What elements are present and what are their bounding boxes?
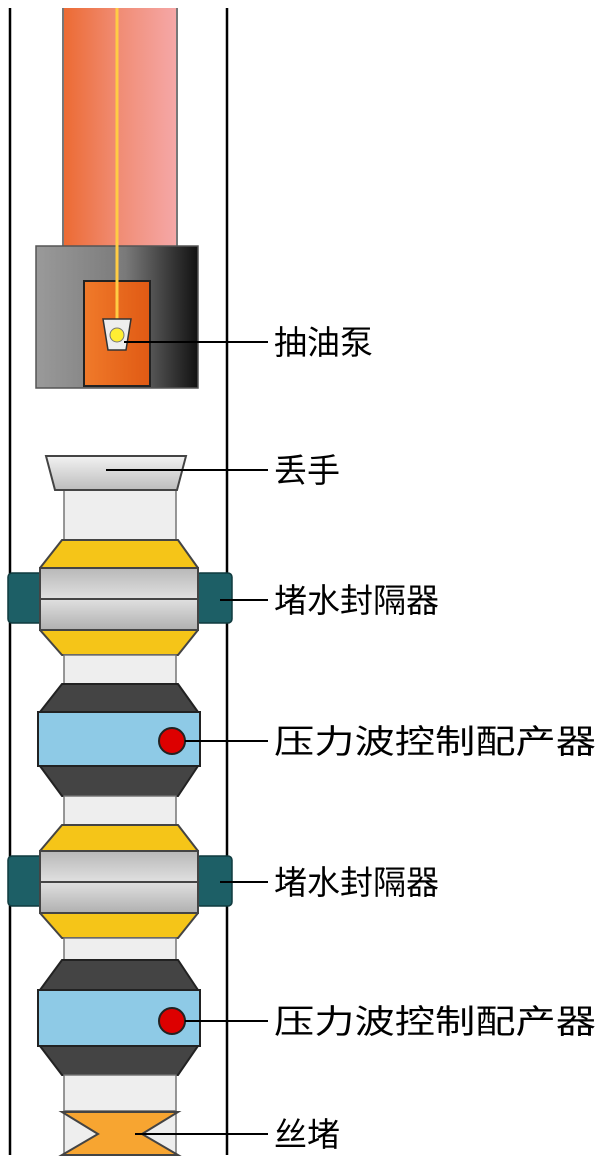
release-hand [44,455,188,491]
water-plug-packer-1 [7,539,233,656]
label-pressure-wave-distributor-1: 压力波控制配产器 [274,722,596,761]
label-pressure-wave-distributor-2: 压力波控制配产器 [274,1002,596,1041]
connector-pipe-3 [63,937,177,963]
label-release-hand: 丢手 [274,451,340,490]
oil-tubing [63,8,177,248]
connector-pipe-2 [63,795,177,827]
water-plug-packer-2 [7,824,233,939]
connector-pipe-4 [63,1074,177,1112]
label-wire-plug: 丝堵 [274,1115,340,1154]
label-pump: 抽油泵 [274,323,373,362]
pump-valve-ball [109,327,125,343]
connector-pipe-1 [63,654,177,686]
label-water-plug-packer-2: 堵水封隔器 [274,863,439,902]
pressure-wave-distributor-2 [37,959,201,1076]
label-water-plug-packer-1: 堵水封隔器 [274,581,439,620]
pressure-wave-distributor-1 [37,683,201,797]
